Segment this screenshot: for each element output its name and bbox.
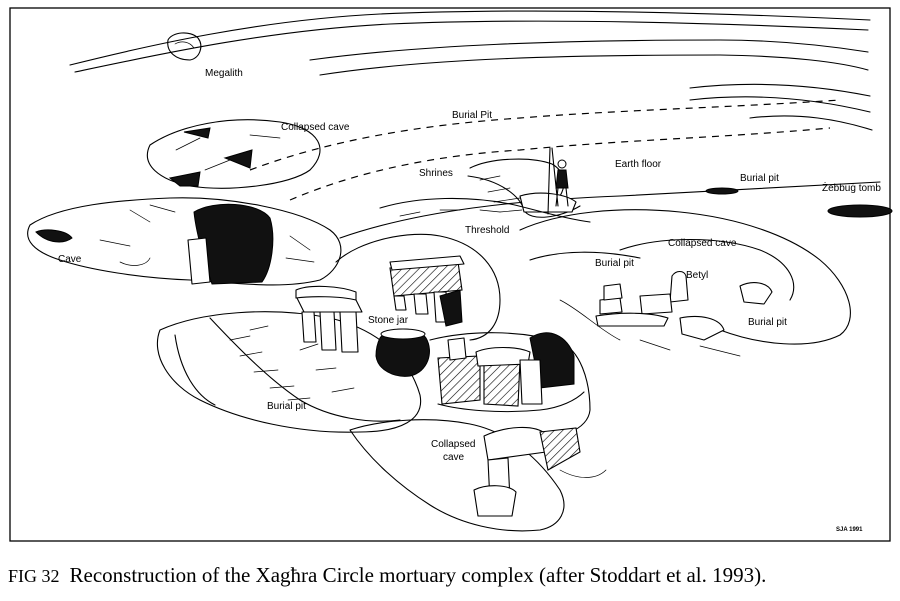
lower-shrine (429, 332, 591, 443)
dolmen-left (295, 285, 363, 353)
label-collapsed-cave-top: Collapsed cave (281, 122, 350, 133)
label-burial-pit-left: Burial pit (267, 401, 306, 412)
label-megalith: Megalith (205, 68, 243, 79)
label-cave: Cave (58, 254, 82, 265)
figure-caption: FIG 32 Reconstruction of the Xagħra Circl… (8, 563, 898, 588)
label-betyl: Betyl (686, 270, 708, 281)
label-collapsed-cave-bottom-1: Collapsed (431, 439, 475, 450)
right-complex (519, 187, 893, 357)
caption-text: Reconstruction of the Xagħra Circle mort… (69, 563, 767, 587)
earth-floor-edges (249, 99, 881, 239)
label-collapsed-cave-bottom-2: cave (443, 452, 465, 463)
label-zebbug-tomb: Żebbuġ tomb (822, 181, 881, 194)
rock-mass-left (27, 197, 342, 286)
label-threshold: Threshold (465, 225, 509, 236)
label-burial-pit-right-bottom: Burial pit (748, 317, 787, 328)
stone-jar (375, 328, 430, 377)
label-burial-pit-top: Burial Pit (452, 110, 492, 121)
label-burial-pit-right: Burial pit (595, 258, 634, 269)
label-stone-jar: Stone jar (368, 315, 409, 326)
figure-number: FIG 32 (8, 566, 60, 586)
collapsed-cave-top (147, 119, 321, 189)
label-shrines: Shrines (419, 168, 453, 179)
burial-pit-left-area (156, 311, 422, 433)
collapsed-cave-bottom (349, 419, 607, 532)
threshold-area (379, 197, 591, 223)
artist-signature: SJA 1991 (836, 527, 863, 533)
central-shrine (335, 233, 501, 341)
megalith-wall (69, 10, 873, 131)
zebbug-tomb-pit (827, 204, 893, 218)
label-collapsed-cave-right: Collapsed cave (668, 238, 737, 249)
label-burial-pit-right-top: Burial pit (740, 173, 779, 184)
figure-frame (9, 7, 891, 542)
label-earth-floor: Earth floor (615, 159, 662, 170)
person-figure (555, 159, 569, 207)
